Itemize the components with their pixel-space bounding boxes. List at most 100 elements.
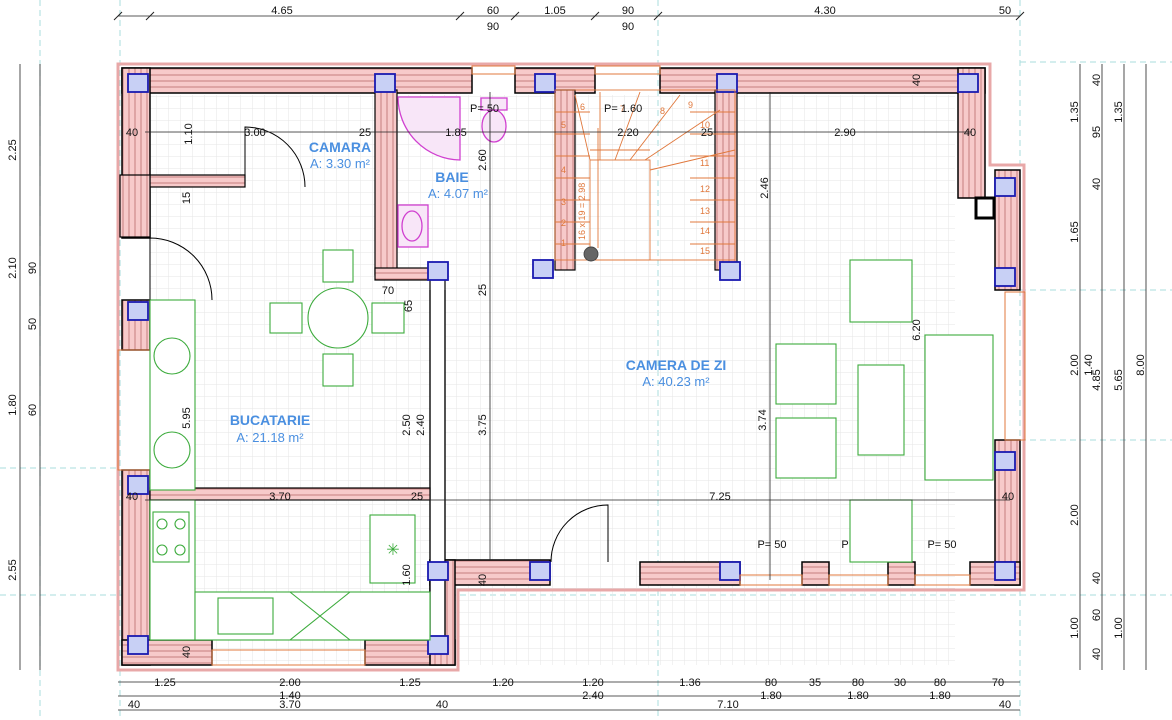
- int-dim-26: 25: [411, 491, 423, 503]
- stair-step-4: 4: [561, 165, 566, 175]
- bottom-dim-r2-4: 1.80: [847, 690, 868, 702]
- int-dim-16: 65: [403, 300, 415, 312]
- toilet-label: P= 50: [470, 103, 499, 115]
- int-dim-23: 3.74: [757, 409, 769, 430]
- bottom-dim-r3-5: 40: [999, 699, 1011, 711]
- int-dim-11: 40: [911, 74, 923, 86]
- int-dim-24: 40: [126, 491, 138, 503]
- room-name-baie: BAIE: [435, 169, 468, 185]
- dimension-lines: [19, 15, 1147, 711]
- right-dim-c1-12: 40: [1091, 648, 1103, 660]
- bottom-dim-r1-11: 80: [934, 677, 946, 689]
- dimension-ticks: [113, 11, 1025, 21]
- stair: [554, 89, 736, 262]
- top-dim-3: 90: [487, 21, 499, 33]
- top-dim-8: 50: [999, 5, 1011, 17]
- stair-step-2: 2: [561, 218, 566, 228]
- top-dim-4: 1.05: [544, 5, 565, 17]
- int-dim-3: 3.00: [244, 127, 265, 139]
- stair-step-5: 5: [561, 120, 566, 130]
- top-dim-6: 90: [622, 21, 634, 33]
- right-dim-c3-1: 5.65: [1113, 369, 1125, 390]
- int-dim-21: 2.40: [415, 414, 427, 435]
- left-dim-inner-1: 90: [27, 262, 39, 274]
- int-dim-2: 1.10: [183, 123, 195, 144]
- stair-step-15: 15: [700, 246, 710, 256]
- int-dim-4: 25: [359, 127, 371, 139]
- bottom-dim-r2-1: 1.40: [279, 690, 300, 702]
- int-dim-34: 40: [181, 646, 193, 658]
- stair-step-3: 3: [561, 197, 566, 207]
- right-dim-c2-2: 4.85: [1091, 369, 1103, 390]
- right-dim-c4-1: 8.00: [1135, 354, 1147, 375]
- int-dim-30: P: [841, 539, 848, 551]
- int-dim-7: 2.20: [617, 127, 638, 139]
- int-dim-19: 5.95: [181, 407, 193, 428]
- top-dim-1: 4.65: [271, 5, 292, 17]
- right-dim-c1-5: 1.65: [1069, 221, 1081, 242]
- bottom-dim-r1-8: 35: [809, 677, 821, 689]
- int-dim-27: 7.25: [709, 491, 730, 503]
- stair-step-14: 14: [700, 226, 710, 236]
- stair-step-7: 7: [620, 104, 625, 114]
- int-dim-28: 40: [1002, 491, 1014, 503]
- left-dim-inner-2: 50: [27, 318, 39, 330]
- int-dim-13: 2.60: [477, 149, 489, 170]
- top-dim-7: 4.30: [814, 5, 835, 17]
- right-dim-c1-8: 2.00: [1069, 504, 1081, 525]
- bottom-dim-r3-2: 3.70: [279, 699, 300, 711]
- int-dim-31: P= 50: [927, 539, 956, 551]
- int-dim-32: 1.60: [401, 564, 413, 585]
- bottom-dim-r2-5: 1.80: [929, 690, 950, 702]
- stair-formula: 16 x 19 = 2.98: [577, 183, 587, 240]
- wall-outline: [116, 62, 1026, 672]
- int-dim-33: 40: [477, 574, 489, 586]
- plant-icon: ✳: [386, 542, 399, 559]
- bottom-dim-r1-3: 1.25: [399, 677, 420, 689]
- room-name-camera-de-zi: CAMERA DE ZI: [626, 357, 727, 373]
- int-dim-10: 40: [964, 127, 976, 139]
- left-dim-outer-4: 2.55: [7, 559, 19, 580]
- room-name-camara: CAMARA: [309, 139, 371, 155]
- top-dim-2: 60: [487, 5, 499, 17]
- stair-step-8: 8: [660, 106, 665, 116]
- int-dim-29: P= 50: [757, 539, 786, 551]
- right-dim-c1-3: 95: [1091, 126, 1103, 138]
- int-dim-12: 15: [181, 192, 193, 204]
- room-area-camara: A: 3.30 m²: [310, 156, 371, 171]
- int-dim-5: 1.85: [445, 127, 466, 139]
- right-dim-c2-3: 1.00: [1113, 617, 1125, 638]
- top-dim-5: 90: [622, 5, 634, 17]
- stair-step-11: 11: [700, 158, 709, 168]
- bottom-dim-r1-7: 80: [765, 677, 777, 689]
- right-dim-c1-4: 40: [1091, 178, 1103, 190]
- interior-walls: [119, 89, 738, 641]
- bottom-dim-r1-10: 30: [894, 677, 906, 689]
- int-dim-25: 3.70: [269, 491, 290, 503]
- int-dim-9: 2.90: [834, 127, 855, 139]
- bottom-dim-r1-6: 1.36: [679, 677, 700, 689]
- right-dim-c1-7: 1.40: [1083, 354, 1095, 375]
- int-dim-1: 40: [126, 127, 138, 139]
- stair-step-1: 1: [561, 238, 566, 248]
- room-area-baie: A: 4.07 m²: [428, 186, 489, 201]
- int-dim-18: 6.20: [911, 319, 923, 340]
- left-dim-outer-2: 2.10: [7, 257, 19, 278]
- left-dim-inner-3: 60: [27, 404, 39, 416]
- int-dim-14: 2.46: [759, 177, 771, 198]
- bottom-dim-r1-2: 2.00: [279, 677, 300, 689]
- right-dim-c1-9: 40: [1091, 572, 1103, 584]
- stair-step-10: 10: [700, 120, 710, 130]
- room-area-camera-de-zi: A: 40.23 m²: [642, 374, 710, 389]
- right-dim-c1-6: 2.00: [1069, 354, 1081, 375]
- bottom-dim-r1-1: 1.25: [154, 677, 175, 689]
- bottom-dim-r1-4: 1.20: [492, 677, 513, 689]
- bottom-dim-r1-5: 1.20: [582, 677, 603, 689]
- left-dim-outer-3: 1.80: [7, 394, 19, 415]
- stair-step-6: 6: [580, 102, 585, 112]
- furniture: [149, 249, 994, 641]
- bottom-dim-r1-9: 80: [852, 677, 864, 689]
- room-name-bucatarie: BUCATARIE: [230, 412, 310, 428]
- bottom-dim-r3-1: 40: [128, 699, 140, 711]
